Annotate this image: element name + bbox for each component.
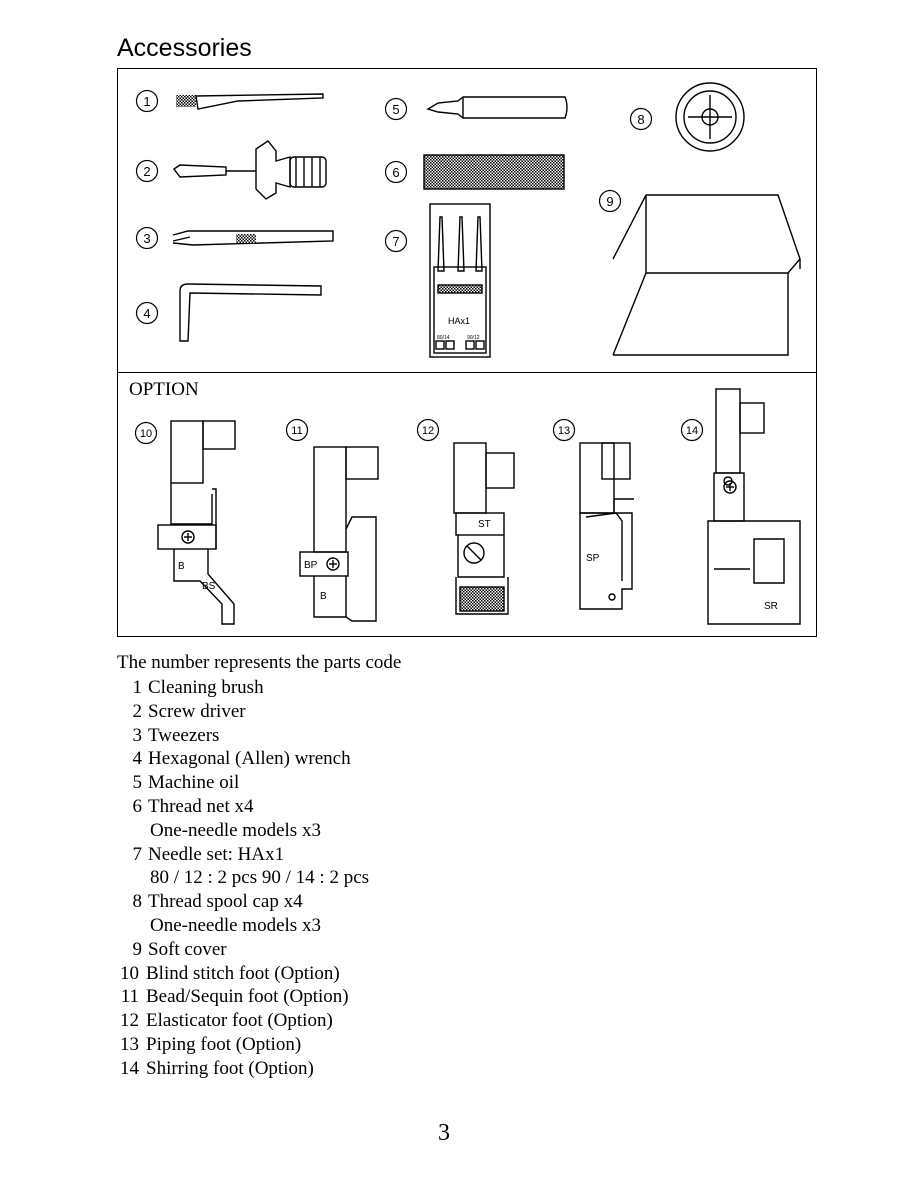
callout-number: 8 bbox=[637, 112, 644, 127]
needle-size-label: 80/14 bbox=[437, 335, 450, 341]
machine-oil-icon bbox=[426, 96, 568, 119]
list-item-continuation: 80 / 12 : 2 pcs 90 / 14 : 2 pcs bbox=[150, 867, 370, 889]
list-item-continuation: One-needle models x3 bbox=[150, 819, 321, 841]
caption: The number represents the parts code bbox=[117, 652, 402, 673]
callout-number: 7 bbox=[392, 234, 399, 249]
callout-circle bbox=[384, 160, 408, 184]
foot-label: BP bbox=[304, 560, 318, 571]
bead-sequin-foot-icon bbox=[299, 446, 379, 622]
callout-number: 2 bbox=[143, 164, 150, 179]
section-divider bbox=[118, 372, 816, 373]
callout-circle bbox=[598, 189, 622, 213]
callout-circle bbox=[384, 97, 408, 121]
callout-number: 3 bbox=[143, 231, 150, 246]
foot-label: ST bbox=[478, 519, 491, 530]
needle-pack-label: HAx1 bbox=[448, 316, 470, 326]
callout-circle bbox=[416, 418, 440, 442]
foot-label: BS bbox=[202, 581, 216, 592]
callout-number: 4 bbox=[143, 306, 150, 321]
needle-size-label: 90/12 bbox=[467, 335, 480, 341]
foot-label: SP bbox=[586, 553, 600, 564]
callout-circle bbox=[135, 226, 159, 250]
callout-circle bbox=[135, 159, 159, 183]
callout-circle bbox=[135, 89, 159, 113]
callout-number: 1 bbox=[143, 94, 150, 109]
callout-number: 12 bbox=[422, 425, 434, 437]
callout-number: 6 bbox=[392, 165, 399, 180]
callout-circle bbox=[135, 301, 159, 325]
needle-set-icon bbox=[429, 203, 491, 358]
callout-number: 5 bbox=[392, 102, 399, 117]
callout-circle bbox=[134, 421, 158, 445]
thread-net-icon bbox=[423, 154, 565, 190]
accessories-figure: 1 2 3 4 5 6 7 8 9 10 11 12 13 14 HAx1 80… bbox=[117, 68, 817, 637]
shirring-foot-icon bbox=[707, 388, 801, 625]
piping-foot-icon bbox=[579, 442, 634, 610]
page-number: 3 bbox=[438, 1120, 450, 1146]
callout-number: 11 bbox=[291, 425, 302, 437]
cleaning-brush-icon bbox=[176, 93, 324, 110]
option-label: OPTION bbox=[129, 379, 199, 400]
foot-label: SR bbox=[764, 601, 778, 612]
page-title: Accessories bbox=[117, 34, 252, 62]
callout-number: 9 bbox=[606, 194, 613, 209]
tweezers-icon bbox=[172, 230, 334, 246]
accessories-illustration: 1 2 3 4 5 6 7 8 9 10 11 12 13 14 HAx1 80… bbox=[134, 82, 801, 625]
screw-driver-icon bbox=[172, 140, 327, 200]
callout-number: 10 bbox=[140, 428, 152, 440]
callout-circle bbox=[552, 418, 576, 442]
list-item-continuation: One-needle models x3 bbox=[150, 914, 321, 936]
blind-stitch-foot-icon bbox=[157, 420, 236, 625]
callout-circle bbox=[680, 418, 704, 442]
callout-circle bbox=[629, 107, 653, 131]
callout-circle bbox=[285, 418, 309, 442]
allen-wrench-icon bbox=[179, 283, 322, 342]
elasticator-foot-icon bbox=[453, 442, 515, 615]
foot-label: B bbox=[178, 561, 185, 572]
callout-number: 14 bbox=[686, 425, 698, 437]
callout-number: 13 bbox=[558, 425, 570, 437]
callout-circle bbox=[384, 229, 408, 253]
foot-label: B bbox=[320, 591, 327, 602]
soft-cover-icon bbox=[612, 194, 801, 356]
thread-spool-cap-icon bbox=[675, 82, 745, 152]
